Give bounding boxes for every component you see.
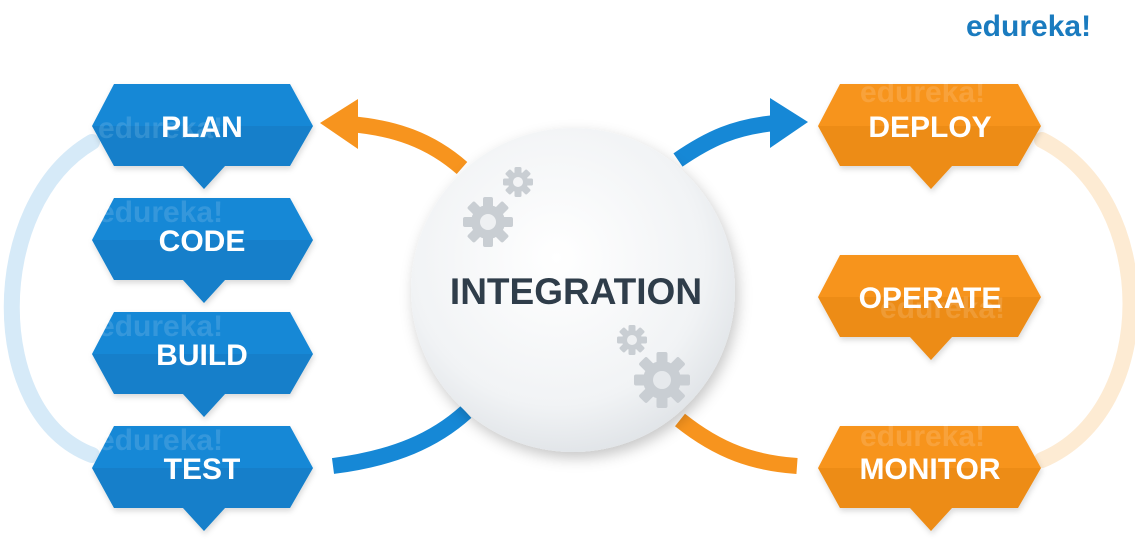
- svg-text:edureka!: edureka!: [98, 112, 223, 145]
- stage-label-build: BUILD: [156, 339, 248, 372]
- right-loop-arc: [1034, 132, 1135, 468]
- integration-label: INTEGRATION: [450, 271, 702, 312]
- svg-text:edureka!: edureka!: [98, 424, 223, 457]
- gears-icon: [617, 325, 690, 408]
- stage-label-monitor: MONITOR: [859, 453, 1000, 486]
- svg-text:edureka!: edureka!: [880, 292, 1005, 325]
- arrow-to-deploy: [673, 98, 808, 167]
- stage-deploy: edureka! DEPLOY: [818, 76, 1041, 189]
- stage-label-test: TEST: [164, 453, 241, 486]
- stage-code: edureka! CODE: [92, 196, 313, 303]
- stage-test: edureka! TEST: [92, 424, 313, 531]
- arrow-to-plan: [320, 99, 468, 175]
- stage-label-plan: PLAN: [161, 111, 243, 144]
- integration-hub: INTEGRATION: [411, 128, 735, 452]
- svg-text:edureka!: edureka!: [98, 196, 223, 229]
- arrow-from-monitor: [675, 413, 798, 474]
- stage-label-code: CODE: [159, 225, 246, 258]
- gears-icon: [463, 167, 533, 247]
- svg-text:edureka!: edureka!: [98, 310, 223, 343]
- stage-label-deploy: DEPLOY: [868, 111, 991, 144]
- stage-label-operate: OPERATE: [859, 282, 1002, 315]
- arrow-from-test: [331, 406, 472, 474]
- svg-text:edureka!: edureka!: [860, 420, 985, 453]
- brand-logo: edureka!: [966, 10, 1092, 43]
- stage-build: edureka! BUILD: [92, 310, 313, 417]
- stage-plan: edureka! PLAN: [92, 84, 313, 189]
- stage-monitor: edureka! MONITOR: [818, 420, 1041, 531]
- svg-text:edureka!: edureka!: [860, 76, 985, 109]
- left-loop-arc: [3, 134, 100, 463]
- stage-operate: edureka! OPERATE: [818, 255, 1041, 360]
